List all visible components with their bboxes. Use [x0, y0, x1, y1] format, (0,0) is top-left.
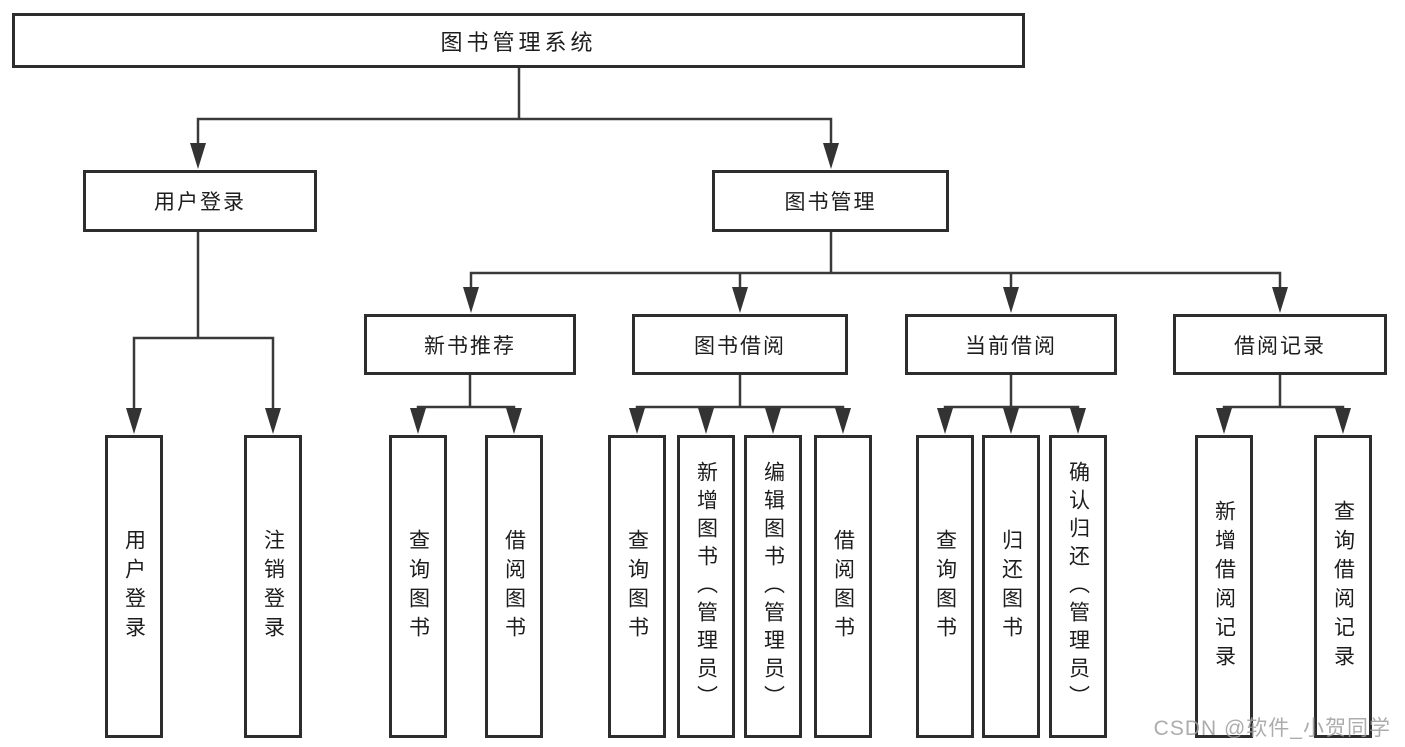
node-book-borrow-label: 图书借阅	[694, 334, 786, 358]
leaf-query-books-label: 查询图书	[406, 528, 430, 645]
leaf-query-books-2: 查询图书	[608, 435, 666, 738]
node-new-book-recommend-label: 新书推荐	[424, 334, 516, 358]
leaf-add-book-admin: 新增图书（管理员）	[677, 435, 735, 738]
connector-bookborrow-to-leaves	[635, 373, 845, 414]
node-borrow-records: 借阅记录	[1173, 314, 1387, 375]
leaf-edit-book-admin-label: 编辑图书（管理员）	[761, 460, 785, 713]
node-user-login: 用户登录	[83, 170, 317, 232]
csdn-watermark: CSDN @软件_小贺同学	[1153, 717, 1391, 740]
node-book-management: 图书管理	[712, 170, 949, 232]
node-user-login-label: 用户登录	[154, 191, 246, 214]
node-root-label: 图书管理系统	[440, 29, 597, 55]
leaf-confirm-return-admin: 确认归还（管理员）	[1049, 435, 1107, 738]
node-book-management-label: 图书管理	[784, 191, 877, 214]
node-current-borrow: 当前借阅	[905, 314, 1117, 375]
node-new-book-recommend: 新书推荐	[364, 314, 576, 375]
leaf-add-borrow-record: 新增借阅记录	[1195, 435, 1253, 738]
leaf-borrow-books: 借阅图书	[485, 435, 543, 738]
leaf-add-borrow-record-label: 新增借阅记录	[1212, 499, 1236, 674]
connector-userlogin-to-leaves	[132, 230, 275, 414]
leaf-borrow-books-2: 借阅图书	[814, 435, 872, 738]
leaf-logout: 注销登录	[244, 435, 302, 738]
arrowheads	[126, 143, 1351, 434]
connector-borrowrecord-to-leaves	[1222, 373, 1345, 414]
leaf-user-login: 用户登录	[105, 435, 163, 738]
leaf-query-borrow-record-label: 查询借阅记录	[1331, 499, 1355, 674]
node-root: 图书管理系统	[12, 13, 1025, 68]
leaf-return-books: 归还图书	[982, 435, 1040, 738]
node-book-borrow: 图书借阅	[632, 314, 848, 375]
connector-currentborrow-to-leaves	[943, 373, 1080, 414]
leaf-query-borrow-record: 查询借阅记录	[1314, 435, 1372, 738]
leaf-borrow-books-label: 借阅图书	[502, 528, 526, 645]
connector-bookmgmt-to-level2	[469, 230, 1282, 293]
leaf-query-books: 查询图书	[389, 435, 447, 738]
leaf-user-login-label: 用户登录	[122, 528, 146, 645]
leaf-edit-book-admin: 编辑图书（管理员）	[744, 435, 802, 738]
leaf-query-books-2-label: 查询图书	[625, 528, 649, 645]
leaf-query-books-3: 查询图书	[916, 435, 974, 738]
leaf-return-books-label: 归还图书	[999, 528, 1023, 645]
node-current-borrow-label: 当前借阅	[965, 334, 1057, 358]
leaf-logout-label: 注销登录	[261, 528, 285, 645]
leaf-confirm-return-admin-label: 确认归还（管理员）	[1066, 460, 1090, 713]
connector-root-to-level1	[196, 66, 833, 149]
leaf-add-book-admin-label: 新增图书（管理员）	[694, 460, 718, 713]
leaf-borrow-books-2-label: 借阅图书	[831, 528, 855, 645]
connector-newbook-to-leaves	[416, 373, 516, 414]
leaf-query-books-3-label: 查询图书	[933, 528, 957, 645]
node-borrow-records-label: 借阅记录	[1234, 334, 1326, 358]
